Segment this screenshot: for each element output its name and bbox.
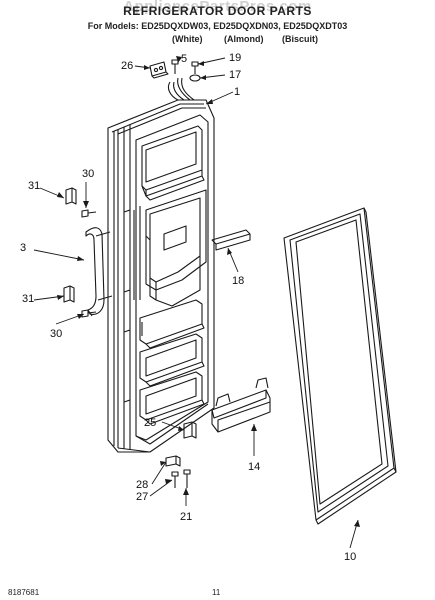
- color-legend: (White) (Almond) (Biscuit): [0, 34, 435, 46]
- top-hinge-parts: [149, 59, 201, 101]
- callout-25: 25: [144, 417, 156, 429]
- door-gasket: [283, 207, 397, 525]
- document-number: 8187681: [8, 588, 40, 597]
- watermark: AppliancePartsPros.com: [123, 0, 312, 15]
- callout-31-top: 31: [28, 180, 40, 192]
- page-number: 11: [212, 588, 221, 597]
- leader-arrowheads: [57, 56, 360, 527]
- door-assembly: [107, 99, 215, 453]
- callout-3: 3: [20, 242, 26, 254]
- model-list: For Models: ED25DQXDW03, ED25DQXDN03, ED…: [87, 21, 348, 31]
- callout-30-bottom: 30: [50, 328, 62, 340]
- callout-17: 17: [229, 69, 241, 81]
- door-bin: [211, 377, 271, 433]
- callout-30-top: 30: [82, 168, 94, 180]
- callout-28: 28: [136, 479, 148, 491]
- bottom-hinge-parts: [165, 421, 197, 488]
- callout-10: 10: [344, 551, 356, 563]
- handle-end-caps: [63, 187, 77, 303]
- callout-26: 26: [121, 60, 133, 72]
- callout-31-bottom: 31: [22, 293, 34, 305]
- callout-18: 18: [232, 275, 244, 287]
- callout-5: 5: [181, 53, 187, 65]
- handle-screws: [81, 209, 97, 318]
- diagram-title: REFRIGERATOR DOOR PARTS: [123, 4, 312, 18]
- callout-1: 1: [234, 86, 240, 98]
- color-biscuit: (Biscuit): [282, 34, 318, 44]
- callout-21: 21: [180, 511, 192, 523]
- callout-27: 27: [136, 491, 148, 503]
- shelf-trim: [211, 229, 251, 251]
- callout-19: 19: [229, 52, 241, 64]
- callout-14: 14: [248, 461, 260, 473]
- color-almond: (Almond): [224, 34, 264, 44]
- callout-labels: 1 3 5 10 14 17 18 19 21 25 26 27 28 30 3…: [20, 52, 356, 563]
- color-white: (White): [172, 34, 203, 44]
